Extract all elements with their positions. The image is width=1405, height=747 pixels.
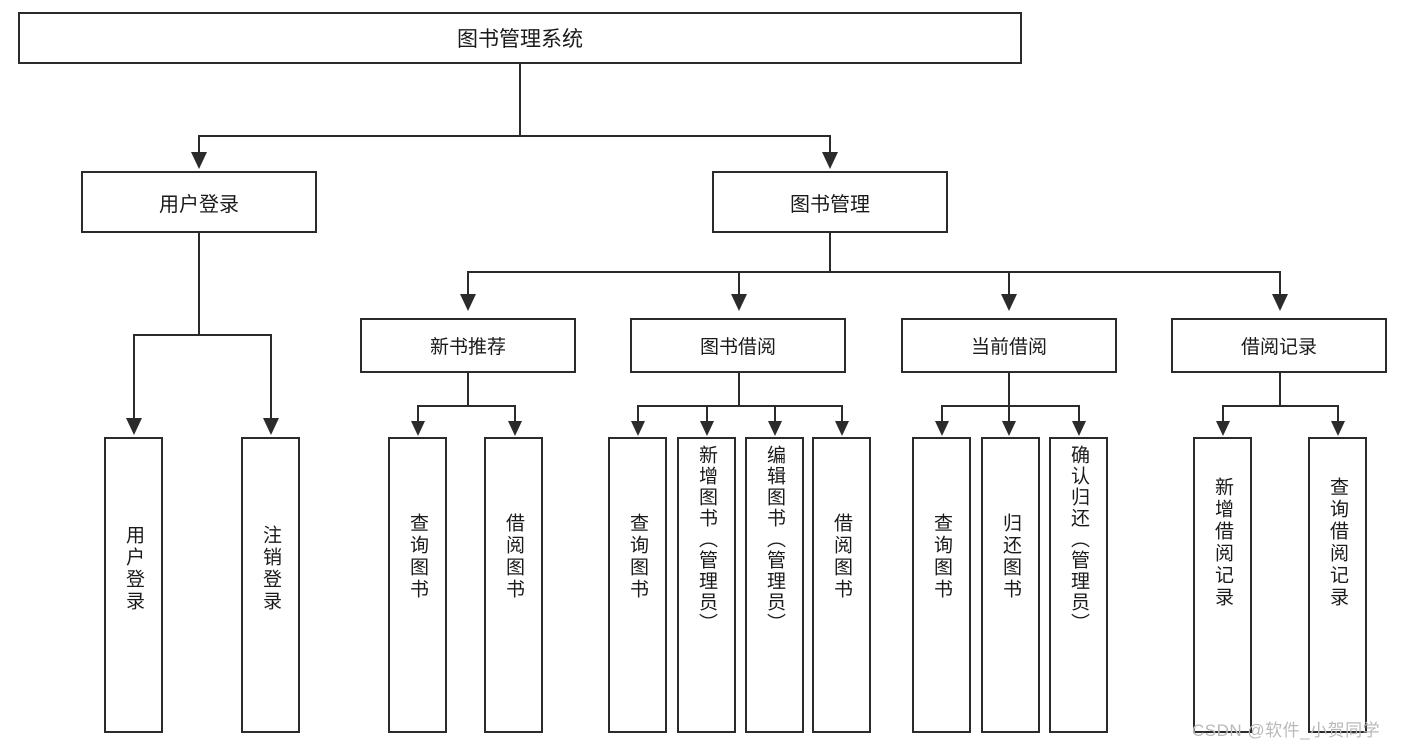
- node-label: 用户登录: [123, 525, 144, 613]
- arrowhead-new-book-recommend: [460, 294, 476, 311]
- node-label: 图书管理系统: [457, 28, 583, 51]
- arrowhead-leaf-edit-book: [768, 421, 782, 436]
- arrowhead-leaf-query-book-3: [935, 421, 949, 436]
- connector-bm-drop-2: [738, 271, 740, 297]
- arrowhead-leaf-query-book-1: [411, 421, 425, 436]
- connector-root-drop-right: [829, 135, 831, 157]
- connector-nbr-drop-2: [514, 405, 516, 422]
- leaf-confirm-return[interactable]: 确认归还（管理员）: [1049, 437, 1108, 733]
- connector-bb-drop-4: [841, 405, 843, 422]
- connector-cb-drop-3: [1078, 405, 1080, 422]
- arrowhead-book-management: [822, 152, 838, 169]
- arrowhead-book-borrow: [731, 294, 747, 311]
- connector-nbr-drop-1: [417, 405, 419, 422]
- node-label: 新增图书（管理员）: [696, 445, 717, 634]
- connector-cb-bar: [941, 405, 1080, 407]
- node-label: 新增借阅记录: [1212, 477, 1233, 609]
- connector-br-bar: [1222, 405, 1339, 407]
- node-label: 借阅图书: [503, 513, 524, 601]
- node-label: 确认归还（管理员）: [1068, 445, 1089, 634]
- arrowhead-user-login: [191, 152, 207, 169]
- leaf-user-login[interactable]: 用户登录: [104, 437, 163, 733]
- node-label: 借阅记录: [1240, 337, 1317, 358]
- connector-bb-stem: [738, 373, 740, 406]
- leaf-logout-login[interactable]: 注销登录: [241, 437, 300, 733]
- node-root-book-management-system[interactable]: 图书管理系统: [18, 12, 1022, 64]
- connector-bb-bar: [637, 405, 843, 407]
- arrowhead-leaf-user-login: [126, 418, 142, 435]
- connector-bb-drop-1: [637, 405, 639, 422]
- leaf-query-book-3[interactable]: 查询图书: [912, 437, 971, 733]
- node-label: 当前借阅: [970, 337, 1047, 358]
- leaf-add-record[interactable]: 新增借阅记录: [1193, 437, 1252, 733]
- arrowhead-leaf-borrow-book-2: [835, 421, 849, 436]
- leaf-borrow-book-1[interactable]: 借阅图书: [484, 437, 543, 733]
- arrowhead-leaf-query-record: [1331, 421, 1345, 436]
- leaf-return-book[interactable]: 归还图书: [981, 437, 1040, 733]
- arrowhead-leaf-add-record: [1216, 421, 1230, 436]
- node-label: 借阅图书: [831, 513, 852, 601]
- connector-bm-drop-4: [1279, 271, 1281, 297]
- node-label: 新书推荐: [429, 337, 506, 358]
- connector-user-login-drop-2: [270, 334, 272, 420]
- connector-user-login-bar: [133, 334, 272, 336]
- node-label: 查询借阅记录: [1327, 477, 1348, 609]
- connector-br-drop-2: [1337, 405, 1339, 422]
- connector-user-login-stem: [198, 233, 200, 335]
- node-label: 查询图书: [627, 513, 648, 601]
- node-new-book-recommend[interactable]: 新书推荐: [360, 318, 576, 373]
- node-label: 归还图书: [1000, 513, 1021, 601]
- node-current-borrow[interactable]: 当前借阅: [901, 318, 1117, 373]
- arrowhead-leaf-confirm-return: [1072, 421, 1086, 436]
- leaf-query-record[interactable]: 查询借阅记录: [1308, 437, 1367, 733]
- connector-bm-drop-1: [467, 271, 469, 297]
- connector-bb-drop-2: [706, 405, 708, 422]
- arrowhead-borrow-record: [1272, 294, 1288, 311]
- connector-nbr-bar: [417, 405, 516, 407]
- connector-bm-drop-3: [1008, 271, 1010, 297]
- arrowhead-leaf-return-book: [1002, 421, 1016, 436]
- node-user-login[interactable]: 用户登录: [81, 171, 317, 233]
- connector-book-management-bar: [467, 271, 1280, 273]
- node-label: 查询图书: [407, 513, 428, 601]
- connector-user-login-drop-1: [133, 334, 135, 420]
- connector-root-drop-left: [198, 135, 200, 157]
- connector-br-stem: [1279, 373, 1281, 406]
- arrowhead-leaf-logout-login: [263, 418, 279, 435]
- connector-book-management-stem: [829, 233, 831, 272]
- node-label: 编辑图书（管理员）: [764, 445, 785, 634]
- connector-nbr-stem: [467, 373, 469, 406]
- node-label: 图书借阅: [699, 337, 776, 358]
- leaf-add-book[interactable]: 新增图书（管理员）: [677, 437, 736, 733]
- arrowhead-current-borrow: [1001, 294, 1017, 311]
- connector-root-bar: [198, 135, 831, 137]
- connector-cb-drop-2: [1008, 405, 1010, 422]
- node-label: 查询图书: [931, 513, 952, 601]
- node-borrow-record[interactable]: 借阅记录: [1171, 318, 1387, 373]
- csdn-watermark: CSDN @软件_小贺同学: [1192, 721, 1381, 740]
- arrowhead-leaf-borrow-book-1: [508, 421, 522, 436]
- leaf-query-book-2[interactable]: 查询图书: [608, 437, 667, 733]
- connector-bb-drop-3: [774, 405, 776, 422]
- node-book-management[interactable]: 图书管理: [712, 171, 948, 233]
- leaf-edit-book[interactable]: 编辑图书（管理员）: [745, 437, 804, 733]
- leaf-query-book-1[interactable]: 查询图书: [388, 437, 447, 733]
- connector-br-drop-1: [1222, 405, 1224, 422]
- connector-root-stem: [519, 64, 521, 136]
- arrowhead-leaf-query-book-2: [631, 421, 645, 436]
- node-label: 图书管理: [790, 193, 870, 216]
- connector-cb-stem: [1008, 373, 1010, 406]
- node-label: 注销登录: [260, 525, 281, 613]
- leaf-borrow-book-2[interactable]: 借阅图书: [812, 437, 871, 733]
- arrowhead-leaf-add-book: [700, 421, 714, 436]
- connector-cb-drop-1: [941, 405, 943, 422]
- node-label: 用户登录: [159, 193, 239, 216]
- node-book-borrow[interactable]: 图书借阅: [630, 318, 846, 373]
